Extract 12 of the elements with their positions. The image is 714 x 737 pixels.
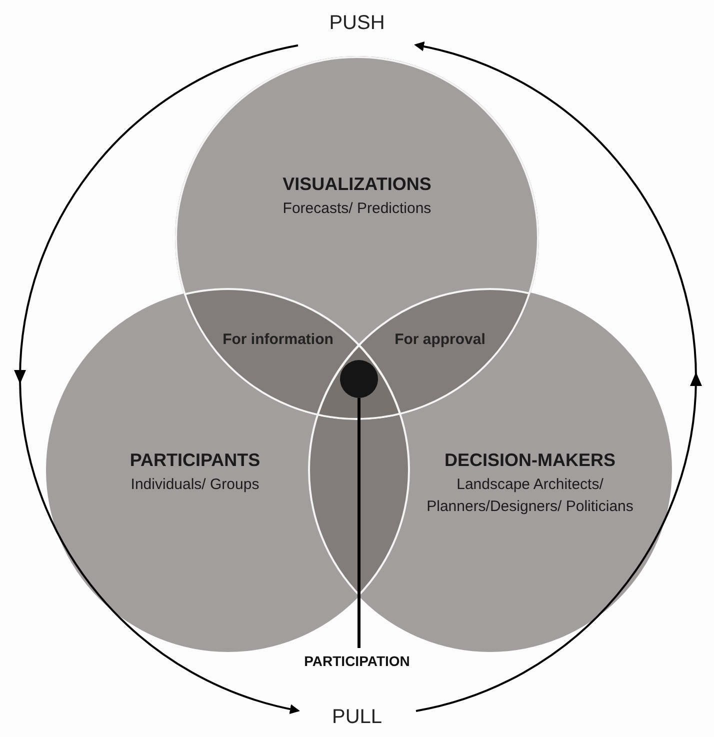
participation-label: PARTICIPATION (262, 648, 452, 674)
pull-label: PULL (302, 700, 412, 734)
circle-description: Forecasts/ Predictions (282, 199, 432, 219)
overlap-label: For approval (388, 316, 492, 364)
circle-description: Individuals/ Groups (130, 475, 260, 495)
push-label: PUSH (302, 6, 412, 40)
circle-heading: PARTICIPANTS (130, 449, 260, 472)
circle-description: Landscape Architects/ Planners/Designers/ Politicians (426, 475, 634, 517)
overlap-label: For information (222, 316, 334, 364)
circle-heading: DECISION-MAKERS (444, 449, 616, 472)
leader-line (358, 398, 360, 648)
circle-heading: VISUALIZATIONS (282, 173, 432, 196)
